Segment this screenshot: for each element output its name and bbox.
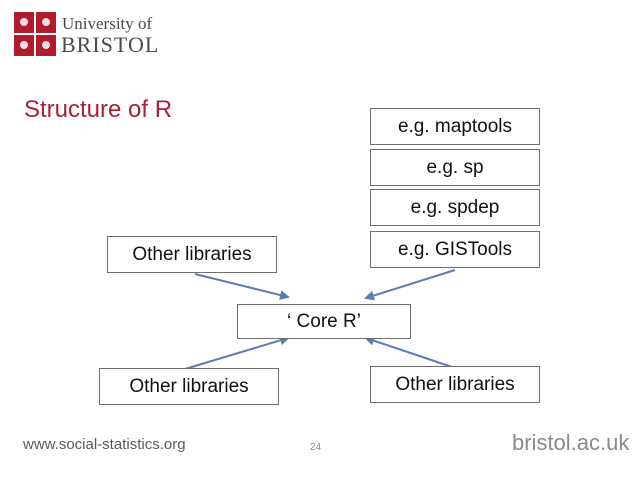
stack-box-gistools: e.g. GISTools xyxy=(370,231,540,268)
arrow-bottom-right-to-core xyxy=(364,335,456,369)
slide-title: Structure of R xyxy=(24,96,173,123)
university-logo: University of BRISTOL xyxy=(14,12,164,60)
stack-box-sp: e.g. sp xyxy=(370,149,540,186)
box-other-libraries-bottom-right: Other libraries xyxy=(370,366,540,403)
arrow-bottom-left-to-core xyxy=(184,335,290,370)
box-core-r: ‘ Core R’ xyxy=(237,304,411,339)
page-number: 24 xyxy=(310,442,322,453)
logo-line-2: BRISTOL xyxy=(61,32,160,57)
box-other-libraries-left: Other libraries xyxy=(107,236,277,273)
arrow-left-top-to-core xyxy=(194,273,290,300)
crest-icon xyxy=(14,12,56,56)
footer-domain: bristol.ac.uk xyxy=(512,430,630,455)
stack-box-maptools: e.g. maptools xyxy=(370,108,540,145)
footer-website: www.social-statistics.org xyxy=(23,436,186,453)
arrow-gistools-to-core xyxy=(364,269,456,301)
box-other-libraries-bottom-left: Other libraries xyxy=(99,368,279,405)
logo-line-1: University of xyxy=(62,14,153,33)
stack-box-spdep: e.g. spdep xyxy=(370,189,540,226)
